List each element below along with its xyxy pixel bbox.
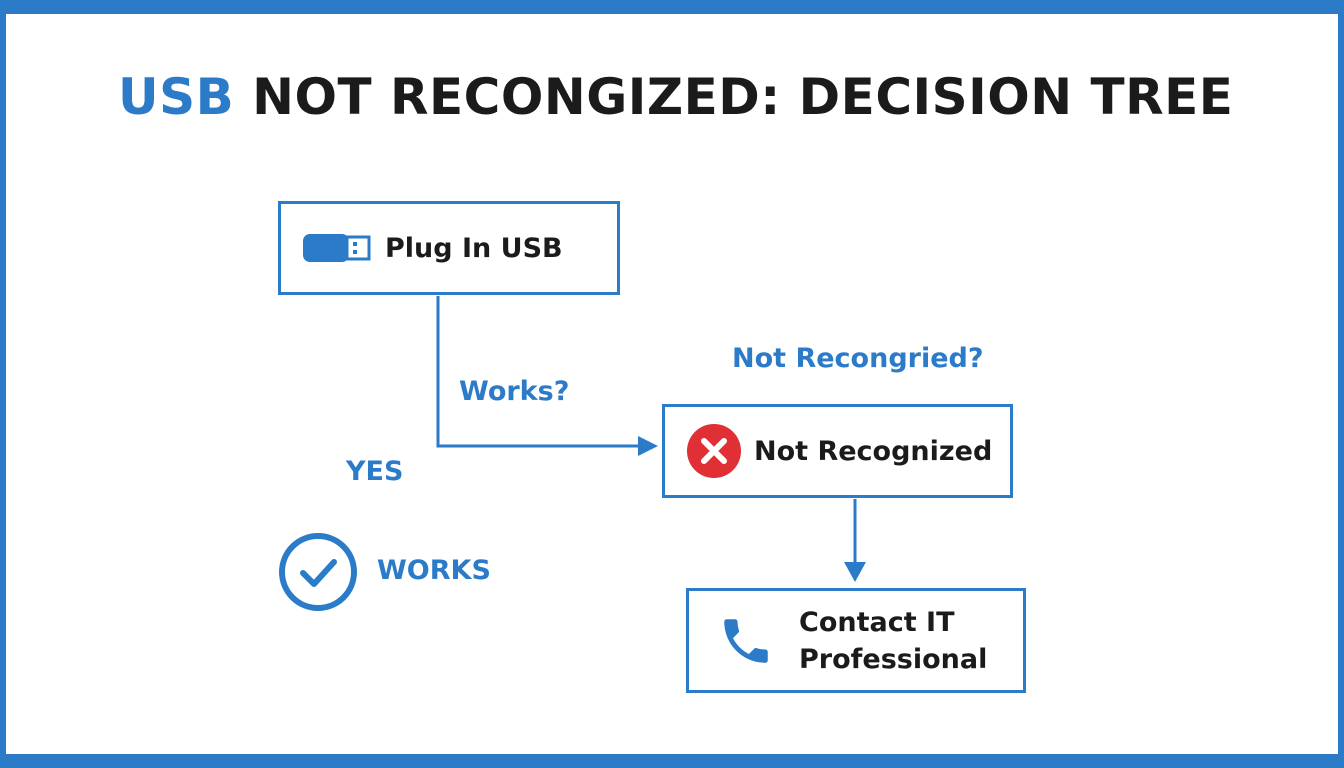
usb-drive-icon xyxy=(303,234,371,262)
edge-label-not-recognized-question: Not Recongried? xyxy=(732,343,984,374)
edge-label-yes: YES xyxy=(346,456,404,487)
arrowhead-to-contact xyxy=(844,562,866,582)
node-contact-it-label: Contact IT Professional xyxy=(799,606,988,675)
node-plug-in-usb-label: Plug In USB xyxy=(385,232,563,264)
phone-icon xyxy=(724,618,768,663)
page-title: USB NOT RECONGIZED: DECISION TREE xyxy=(118,60,1233,134)
node-not-recognized: Not Recognized xyxy=(662,404,1013,498)
title-rest: NOT RECONGIZED: DECISION TREE xyxy=(252,68,1234,126)
edge-label-works-question: Works? xyxy=(459,376,570,407)
connector-plug-to-not-recognized xyxy=(436,296,642,448)
arrowhead-to-not-recognized xyxy=(638,436,658,456)
title-accent: USB xyxy=(118,68,235,126)
node-contact-it: Contact IT Professional xyxy=(686,588,1026,693)
node-plug-in-usb: Plug In USB xyxy=(278,201,620,295)
error-x-icon xyxy=(687,424,741,478)
node-not-recognized-label: Not Recognized xyxy=(754,435,993,467)
checkmark-circle-icon xyxy=(279,533,357,611)
outcome-label-works: WORKS xyxy=(377,555,491,586)
